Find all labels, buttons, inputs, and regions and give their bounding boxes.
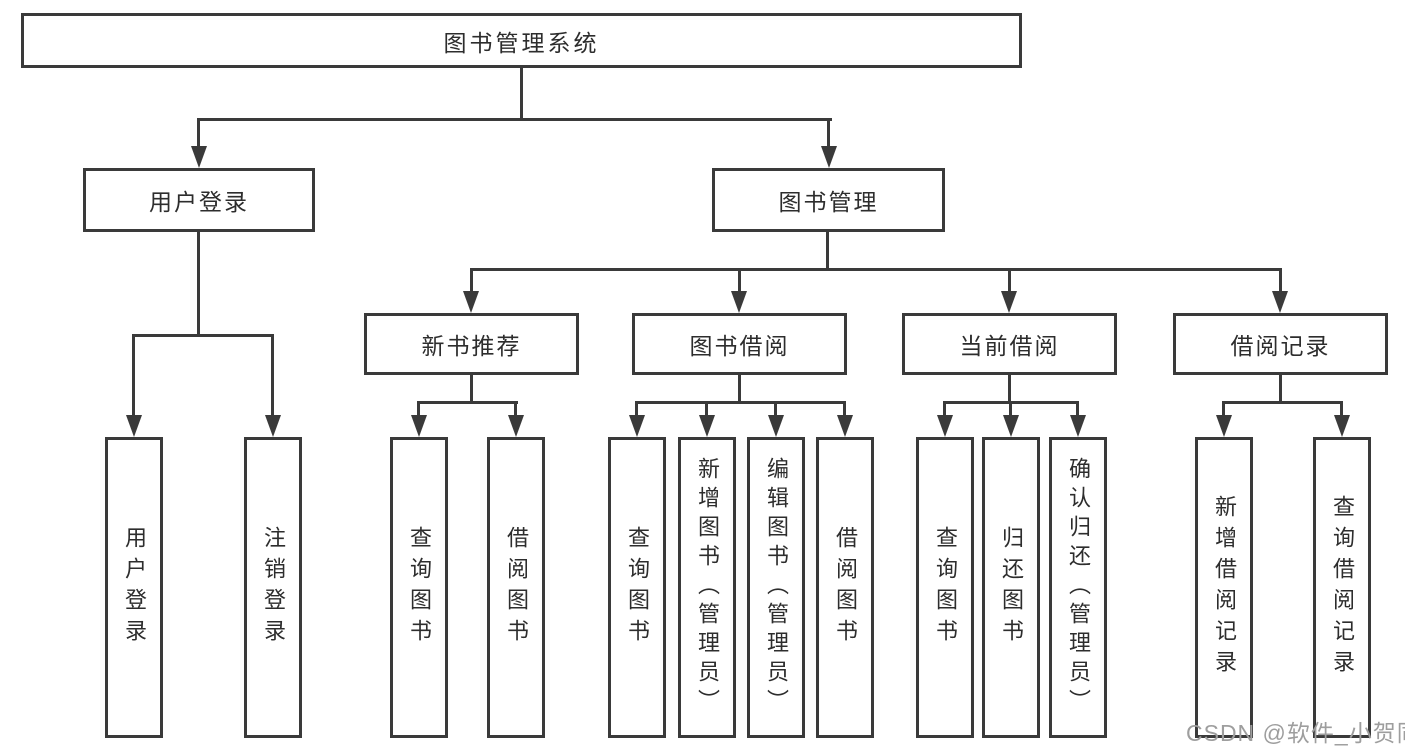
leaf-query-books: 查询图书	[608, 437, 666, 738]
leaf-query-borrow-record: 查询借阅记录	[1313, 437, 1371, 738]
connector-stem	[1008, 268, 1011, 291]
connector-trunk	[470, 373, 473, 404]
node-new-book-recommendation: 新书推荐	[364, 313, 579, 375]
connector-trunk	[197, 230, 200, 336]
connector-stem	[1076, 401, 1079, 415]
connector-trunk	[826, 230, 829, 270]
leaf-confirm-return-admin: 确认归还（管理员）	[1049, 437, 1107, 738]
arrow-down-icon	[937, 415, 953, 437]
connector-trunk	[1279, 373, 1282, 404]
connector-stem	[271, 334, 274, 416]
arrow-down-icon	[731, 291, 747, 313]
connector-stem	[470, 268, 473, 291]
node-borrowing-records: 借阅记录	[1173, 313, 1388, 375]
leaf-borrow-books: 借阅图书	[487, 437, 545, 738]
arrow-down-icon	[837, 415, 853, 437]
leaf-edit-books-admin: 编辑图书（管理员）	[747, 437, 805, 738]
connector-rail	[470, 268, 1281, 271]
arrow-down-icon	[629, 415, 645, 437]
leaf-query-books: 查询图书	[916, 437, 974, 738]
csdn-watermark: CSDN @软件_小贺同学	[1186, 720, 1405, 746]
connector-trunk	[1008, 373, 1011, 404]
connector-stem	[1222, 401, 1225, 415]
leaf-add-books-admin: 新增图书（管理员）	[678, 437, 736, 738]
connector-stem	[943, 401, 946, 415]
arrow-down-icon	[508, 415, 524, 437]
connector-root-trunk	[520, 66, 523, 120]
connector-rail	[132, 334, 274, 337]
connector-stem	[843, 401, 846, 415]
arrow-down-icon	[1001, 291, 1017, 313]
connector-rail	[1222, 401, 1343, 404]
node-book-management: 图书管理	[712, 168, 945, 232]
leaf-add-borrow-record: 新增借阅记录	[1195, 437, 1253, 738]
leaf-query-books: 查询图书	[390, 437, 448, 738]
leaf-borrow-books: 借阅图书	[816, 437, 874, 738]
connector-stem	[1279, 268, 1282, 291]
arrow-down-icon	[1003, 415, 1019, 437]
node-user-login: 用户登录	[83, 168, 315, 232]
arrow-down-icon	[768, 415, 784, 437]
leaf-user-login: 用户登录	[105, 437, 163, 738]
connector-stem	[635, 401, 638, 415]
arrow-down-icon	[463, 291, 479, 313]
connector-rail	[417, 401, 518, 404]
connector-trunk	[738, 373, 741, 404]
connector-stem	[738, 268, 741, 291]
arrow-down-icon	[411, 415, 427, 437]
arrow-down-icon	[191, 146, 207, 168]
arrow-down-icon	[1070, 415, 1086, 437]
arrow-down-icon	[699, 415, 715, 437]
arrow-down-icon	[265, 415, 281, 437]
connector-root-rail	[197, 118, 832, 121]
arrow-down-icon	[126, 415, 142, 437]
arrow-down-icon	[1334, 415, 1350, 437]
leaf-logout: 注销登录	[244, 437, 302, 738]
connector-stem	[827, 118, 830, 148]
connector-stem	[705, 401, 708, 415]
arrow-down-icon	[1216, 415, 1232, 437]
node-root-library-management-system: 图书管理系统	[21, 13, 1022, 68]
connector-stem	[1340, 401, 1343, 415]
connector-stem	[774, 401, 777, 415]
connector-stem	[132, 334, 135, 416]
node-current-borrowing: 当前借阅	[902, 313, 1117, 375]
leaf-return-books: 归还图书	[982, 437, 1040, 738]
connector-stem	[417, 401, 420, 415]
connector-stem	[1009, 401, 1012, 415]
connector-rail	[635, 401, 846, 404]
arrow-down-icon	[821, 146, 837, 168]
node-book-borrowing: 图书借阅	[632, 313, 847, 375]
connector-stem	[197, 118, 200, 148]
connector-stem	[514, 401, 517, 415]
arrow-down-icon	[1272, 291, 1288, 313]
